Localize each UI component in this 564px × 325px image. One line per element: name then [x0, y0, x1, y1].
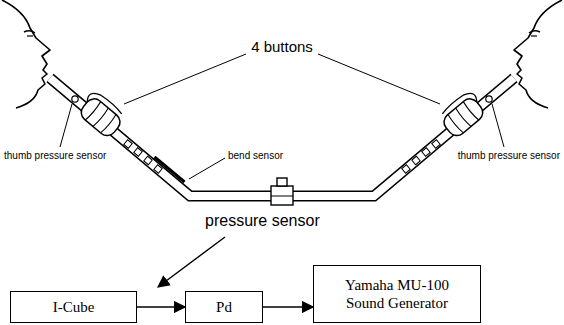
process-box: Yamaha MU-100 Sound Generator: [313, 265, 481, 323]
part-label: thumb pressure sensor: [458, 150, 560, 162]
part-label: pressure sensor: [205, 212, 320, 230]
flow-arrow: [137, 306, 185, 307]
process-box: Pd: [185, 291, 263, 323]
box-label: Pd: [216, 298, 232, 316]
process-box: I-Cube: [10, 291, 137, 323]
flow-arrow: [263, 306, 313, 307]
box-label: I-Cube: [53, 298, 95, 316]
box-label: Yamaha MU-100 Sound Generator: [336, 276, 458, 312]
part-label: thumb pressure sensor: [4, 150, 106, 162]
callout-label: 4 buttons: [251, 38, 313, 55]
part-label: bend sensor: [228, 150, 283, 162]
